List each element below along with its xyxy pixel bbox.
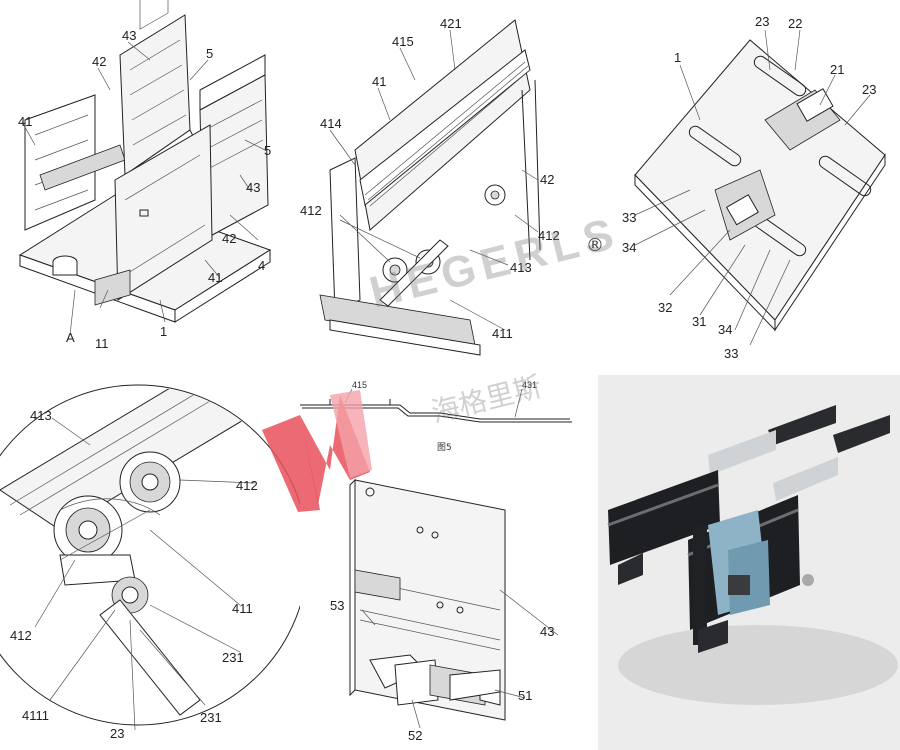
label-415: 415 [352, 380, 367, 390]
label-43-right: 43 [246, 180, 260, 195]
label-412-left: 412 [10, 628, 32, 643]
label-41: 41 [18, 114, 32, 129]
label-5: 5 [206, 46, 213, 61]
label-413: 413 [510, 260, 532, 275]
pulley-detail-drawing: 413 412 411 412 231 4111 231 23 [0, 384, 300, 741]
label-1: 1 [160, 324, 167, 339]
panel-figure5: 415 431 [290, 375, 600, 450]
label-41-right: 41 [208, 270, 222, 285]
base-plate-drawing: 1 23 22 21 23 33 34 32 31 34 33 [622, 14, 886, 361]
label-412-left: 412 [300, 203, 322, 218]
panel-isometric-overview: 41 43 42 5 5 43 42 4 41 A 11 1 [0, 0, 300, 360]
label-34-left: 34 [622, 240, 636, 255]
label-231-right: 231 [222, 650, 244, 665]
label-52: 52 [408, 728, 422, 743]
panel-base-plate: 1 23 22 21 23 33 34 32 31 34 33 [600, 0, 900, 370]
label-33-bottom: 33 [724, 346, 738, 361]
label-4: 4 [258, 258, 265, 273]
label-413: 413 [30, 408, 52, 423]
panel-cylinder-detail: 53 43 51 52 [300, 460, 600, 750]
3d-render-image [598, 375, 900, 750]
label-1: 1 [674, 50, 681, 65]
label-415: 415 [392, 34, 414, 49]
label-41: 41 [372, 74, 386, 89]
label-4111: 4111 [22, 708, 49, 723]
label-53: 53 [330, 598, 344, 613]
label-23-right: 23 [862, 82, 876, 97]
label-411: 411 [232, 601, 253, 616]
label-412-right: 412 [236, 478, 258, 493]
panel-3d-render [598, 375, 900, 750]
label-42-right: 42 [222, 231, 236, 246]
rail-section-drawing: 421 415 41 414 42 412 412 413 411 [300, 16, 560, 356]
figure5-caption: 图5 [437, 443, 452, 453]
label-42: 42 [540, 172, 554, 187]
label-51: 51 [518, 688, 532, 703]
panel-pulley-detail: 413 412 411 412 231 4111 231 23 [0, 370, 300, 750]
label-33-left: 33 [622, 210, 636, 225]
label-22: 22 [788, 16, 802, 31]
label-43: 43 [540, 624, 554, 639]
cylinder-detail-drawing: 53 43 51 52 [330, 478, 559, 743]
panel-rail-section: 421 415 41 414 42 412 412 413 411 [300, 0, 600, 370]
label-231-bottom: 23 [110, 726, 124, 741]
label-A: A [66, 330, 75, 345]
overview-drawing: 41 43 42 5 5 43 42 4 41 A 11 1 [18, 0, 271, 351]
label-42: 42 [92, 54, 106, 69]
label-34-bottom: 34 [718, 322, 732, 337]
label-411: 411 [492, 326, 513, 341]
label-43: 43 [122, 28, 136, 43]
label-412-right: 412 [538, 228, 560, 243]
label-31: 31 [692, 314, 706, 329]
label-11: 11 [95, 336, 109, 351]
label-431: 431 [522, 380, 537, 390]
label-421: 421 [440, 16, 462, 31]
label-23: 231 [200, 710, 222, 725]
label-32: 32 [658, 300, 672, 315]
label-5-right: 5 [264, 143, 271, 158]
label-21: 21 [830, 62, 844, 77]
label-23-top: 23 [755, 14, 769, 29]
label-414: 414 [320, 116, 342, 131]
figure5-drawing: 415 431 [300, 380, 572, 423]
